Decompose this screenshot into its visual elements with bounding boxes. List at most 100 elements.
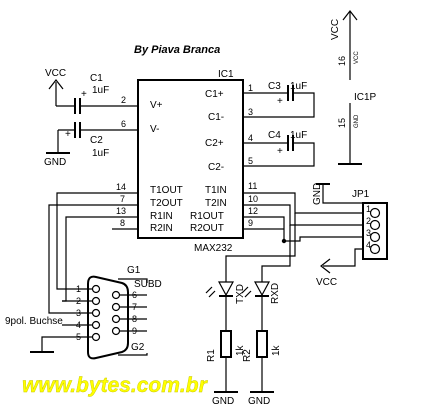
ic1-pin-name-r1out: R1OUT (190, 211, 224, 222)
subd-description: 9pol. Buchse (5, 316, 63, 327)
ic1-pin-name-t1out: T1OUT (150, 185, 183, 196)
c4-value: 1uF (290, 130, 307, 141)
ic1-pin-name-c1plus: C1+ (205, 89, 224, 100)
ic1-pin-name-c2minus: C2- (208, 162, 224, 173)
subd-pin-7 (111, 302, 121, 312)
wire-c4-right (270, 142, 315, 167)
ic1p-pin-16: 16 (337, 56, 347, 66)
led-rxd-symbol (253, 281, 271, 297)
led-txd-symbol (217, 281, 235, 297)
ic1-pin-num-4: 4 (248, 133, 253, 143)
r2-ref: R2 (242, 349, 253, 362)
subd-connector (87, 275, 129, 360)
ic1-left-pin-wires (112, 105, 138, 230)
c3-value: 1uF (290, 81, 307, 92)
ic1-pin-num-1: 1 (248, 83, 253, 93)
jp1-pin-num-2: 2 (366, 216, 371, 226)
c1-ref: C1 (90, 73, 103, 84)
led-txd-label: TXD (235, 284, 246, 304)
ic1-pin-num-11: 11 (248, 181, 257, 191)
junction-r1out (281, 238, 287, 244)
c2-ref: C2 (90, 135, 103, 146)
ic1-pin-name-c2plus: C2+ (205, 138, 224, 149)
wire-jp1-vcc (323, 248, 363, 267)
vcc-arrow-jp1 (320, 258, 331, 274)
jp1-pin-num-4: 4 (366, 240, 371, 250)
ic1-pin-name-t2out: T2OUT (150, 198, 183, 209)
ic1-pin-num-7: 7 (120, 194, 125, 204)
jp1-pin-4 (369, 243, 381, 255)
gnd-label-c2: GND (44, 157, 66, 168)
c4-plus-sign: + (277, 146, 283, 157)
jp1-pin-2 (369, 219, 381, 231)
ic1-body (137, 79, 244, 239)
led-txd-light-arrows (205, 286, 216, 298)
jp1-body (362, 202, 388, 260)
ic1p-gnd-pin-label: GND (354, 114, 360, 128)
ic1-pin-num-12: 12 (248, 206, 258, 216)
r1-body (220, 330, 232, 358)
ic1p-ref: IC1P (354, 92, 377, 103)
wire-t2in-jp1 (270, 204, 363, 226)
subd-pin-1 (91, 284, 101, 294)
subd-pin-5 (91, 332, 101, 342)
jp1-ref: JP1 (352, 189, 370, 200)
ic1-pin-num-8: 8 (120, 218, 125, 228)
ic1-pin-name-vminus: V- (150, 124, 159, 135)
wire-g2 (118, 353, 148, 356)
ic1-pin-name-r1in: R1IN (150, 211, 173, 222)
wire-r1out-jp1 (270, 216, 363, 242)
ic1-pin-name-r2in: R2IN (150, 223, 173, 234)
ic1-part: MAX232 (194, 243, 233, 254)
jp1-pin-3 (369, 231, 381, 243)
subd-pin-9 (111, 326, 121, 336)
c1-plus-sign: + (81, 89, 87, 100)
r1-ref: R1 (206, 349, 217, 362)
subd-g2-label: G2 (131, 342, 145, 353)
ic1-pin-num-9: 9 (248, 218, 253, 228)
vcc-label-c1: VCC (45, 68, 66, 79)
ic1-pin-name-r2out: R2OUT (190, 223, 224, 234)
jp1-pin-1 (369, 207, 381, 219)
r1-value: 1k (235, 344, 246, 356)
gnd-label-r2: GND (248, 396, 270, 407)
ic1-pin-name-t2in: T2IN (205, 198, 227, 209)
vcc-label-jp1: VCC (316, 277, 337, 288)
c4-ref: C4 (268, 130, 281, 141)
ic1-pin-num-2: 2 (121, 95, 126, 105)
vcc-symbol-ic1p (342, 10, 358, 80)
ic1-pin-num-6: 6 (121, 119, 126, 129)
vcc-label-ic1p: VCC (330, 19, 341, 40)
c3-plus-sign: + (277, 96, 283, 107)
jp1-pins (369, 207, 381, 255)
subd-pin-2 (91, 296, 101, 306)
wire-t1in-jp1 (270, 192, 363, 214)
r2-value: 1k (271, 344, 282, 356)
wire-rxd-led (261, 225, 291, 282)
ic1-ref: IC1 (218, 69, 234, 80)
ic1-right-pin-wires (243, 92, 270, 230)
subd-pin-3 (91, 308, 101, 318)
wire-t2out-subd (48, 204, 112, 314)
led-rxd-light-arrows (241, 286, 252, 298)
c3-ref: C3 (268, 81, 281, 92)
ic1-pin-num-10: 10 (248, 194, 258, 204)
ic1p-pin-15: 15 (337, 118, 347, 128)
r2-body (256, 330, 268, 358)
c2-plus-sign: + (65, 129, 71, 140)
subd-pin-6 (111, 290, 121, 300)
subd-pin-8 (111, 314, 121, 324)
ic1-pin-name-vplus: V+ (150, 100, 163, 111)
ic1-pin-num-3: 3 (248, 107, 253, 117)
wire-txd-led (225, 213, 296, 282)
author-label: By Piava Branca (134, 44, 220, 56)
c2-value: 1uF (92, 148, 109, 159)
ic1p-vcc-pin-label: VCC (354, 51, 360, 64)
subd-shell (87, 275, 129, 360)
ic1-pin-name-t1in: T1IN (205, 185, 227, 196)
wire-g1 (118, 278, 148, 283)
subd-type-label: SUBD (134, 279, 162, 290)
jp1-pin-num-1: 1 (366, 204, 371, 214)
wire-t1out-subd (56, 192, 112, 290)
